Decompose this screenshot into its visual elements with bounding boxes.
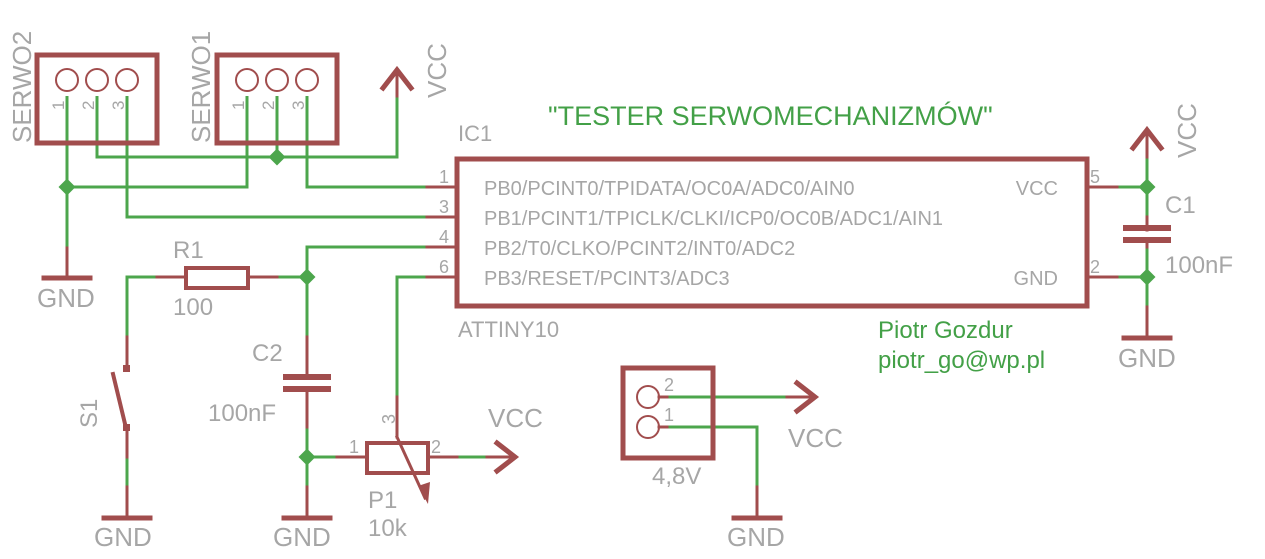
value-c2: 100nF: [208, 400, 276, 427]
pin-pad: [55, 68, 79, 92]
pin-pad: [115, 68, 139, 92]
pin-number: 1: [229, 101, 248, 110]
net-label-vcc: VCC: [488, 403, 543, 433]
pin-name: VCC: [1016, 178, 1058, 200]
pin-number: 2: [1090, 257, 1100, 277]
pin-number: 2: [431, 437, 441, 457]
gnd-symbol-c2: GND: [273, 485, 333, 552]
pin-number: 2: [79, 101, 98, 110]
junction-dot: [58, 178, 76, 196]
designator-c1: C1: [1165, 192, 1196, 219]
author-email: piotr_go@wp.pl: [878, 347, 1045, 374]
pin-number: 1: [49, 101, 68, 110]
net-label-gnd: GND: [727, 522, 785, 552]
author-name: Piotr Gozdur: [878, 317, 1013, 344]
pin-number: 1: [664, 405, 674, 425]
wire-serwo-vcc: [95, 96, 399, 159]
junction-dot: [1138, 178, 1156, 196]
pin-number: 2: [664, 375, 674, 395]
pin-name: PB3/RESET/PCINT3/ADC3: [484, 268, 730, 290]
wire-ic-pin6-p1-wiper: [395, 275, 427, 397]
gnd-symbol-s1: GND: [94, 485, 153, 552]
designator-s1: S1: [76, 399, 103, 428]
wire-serwo1-signal: [305, 96, 427, 189]
pin-number: 4: [439, 227, 449, 247]
vcc-symbol-p1: VCC: [485, 403, 543, 475]
designator-serwo2: SERWO2: [7, 31, 37, 143]
net-label-gnd: GND: [1118, 343, 1176, 373]
pin-pad: [85, 68, 109, 92]
switch-s1[interactable]: S1: [76, 335, 130, 459]
resistor-r1[interactable]: R1 100: [155, 237, 279, 321]
pin-number: 3: [109, 101, 128, 110]
junction-dot: [298, 448, 316, 466]
junction-dot: [1138, 268, 1156, 286]
pin-pad: [636, 415, 660, 439]
pin-number: 5: [1090, 167, 1100, 187]
value-r1: 100: [173, 294, 213, 321]
capacitor-c1[interactable]: C1 100nF: [1123, 192, 1233, 279]
pin-pad: [235, 68, 259, 92]
designator-serwo1: SERWO1: [186, 31, 216, 143]
pin-number: 3: [289, 101, 308, 110]
wire-s1-r1: [125, 275, 157, 337]
pin-pad: [636, 385, 660, 409]
pin-number: 1: [439, 167, 449, 187]
net-label-vcc: VCC: [788, 423, 843, 453]
ic-part-name: ATTINY10: [458, 317, 559, 342]
net-label-vcc: VCC: [1172, 103, 1202, 158]
wire-serwo2-signal: [125, 96, 427, 219]
connector-power[interactable]: 2 1 4,8V: [620, 365, 716, 490]
pin-number: 3: [439, 197, 449, 217]
potentiometer-p1[interactable]: 1 2 3 P1 10k: [335, 395, 459, 542]
pin-name: PB2/T0/CLKO/PCINT2/INT0/ADC2: [484, 238, 795, 260]
gnd-symbol-serwo: GND: [37, 246, 95, 313]
junction-dot: [268, 148, 286, 166]
pin-name: GND: [1014, 268, 1058, 290]
value-power: 4,8V: [652, 463, 701, 490]
net-label-gnd: GND: [37, 283, 95, 313]
pin-number: 2: [259, 101, 278, 110]
gnd-symbol-c1: GND: [1118, 305, 1176, 373]
vcc-symbol-serwo: VCC: [379, 43, 452, 98]
wire-ic-pin4: [305, 245, 427, 277]
pin-name: PB0/PCINT0/TPIDATA/OC0A/ADC0/AIN0: [484, 178, 854, 200]
schematic-title: "TESTER SERWOMECHANIZMÓW": [548, 100, 993, 131]
ic-designator: IC1: [458, 121, 492, 146]
pin-number: 6: [439, 257, 449, 277]
connector-serwo2[interactable]: SERWO2 1 2 3: [7, 31, 160, 146]
gnd-symbol-power: GND: [727, 485, 785, 552]
wire-power-gnd: [667, 425, 759, 487]
pin-number: 1: [349, 437, 359, 457]
pin-pad: [265, 68, 289, 92]
net-label-gnd: GND: [94, 522, 152, 552]
pin-pad: [295, 68, 319, 92]
vcc-symbol-ic: VCC: [1129, 103, 1202, 159]
pin-number: 3: [379, 414, 399, 424]
ic-attiny10[interactable]: IC1 ATTINY10 1 3 4 6 PB0/PCINT0/TPIDATA/…: [425, 121, 1119, 342]
capacitor-c2[interactable]: C2 100nF: [208, 335, 331, 429]
wires: [65, 96, 1149, 487]
connector-serwo1[interactable]: SERWO1 1 2 3: [186, 31, 340, 146]
designator-c2: C2: [252, 340, 283, 367]
pin-name: PB1/PCINT1/TPICLK/CLKI/ICP0/OC0B/ADC1/AI…: [484, 208, 943, 230]
junction-dot: [298, 268, 316, 286]
designator-p1: P1: [368, 487, 397, 514]
net-label-vcc: VCC: [422, 43, 452, 98]
value-p1: 10k: [368, 515, 408, 542]
wire-r1-right: [277, 275, 309, 337]
vcc-symbol-power: VCC: [785, 379, 843, 453]
value-c1: 100nF: [1165, 252, 1233, 279]
designator-r1: R1: [173, 237, 204, 264]
net-label-gnd: GND: [273, 522, 331, 552]
